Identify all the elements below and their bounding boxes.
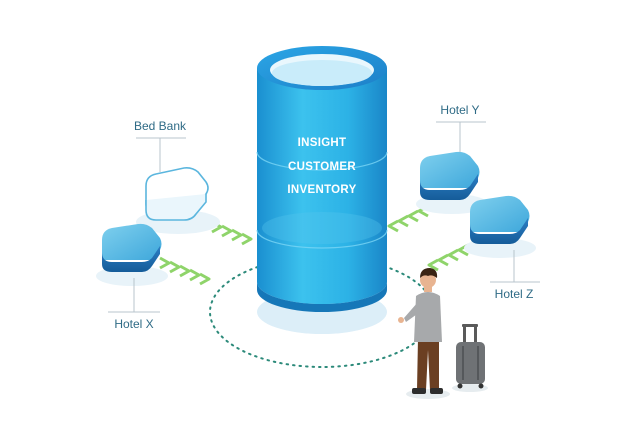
layer-label-inventory: INVENTORY [287, 184, 356, 196]
flow-arrows-hotel-y [387, 204, 429, 233]
hotel-y-node [416, 151, 488, 214]
bed-bank-label: Bed Bank [134, 119, 187, 133]
traveler-figure [398, 268, 450, 399]
hotel-z-node [464, 195, 536, 258]
hotel-x-node [96, 223, 168, 286]
layer-label-insight: INSIGHT [298, 137, 347, 149]
suitcase-icon [452, 324, 488, 392]
layer-label-customer: CUSTOMER [288, 161, 356, 173]
hotel-y-label: Hotel Y [440, 103, 479, 117]
bed-bank-node [136, 167, 220, 234]
hotel-x-label: Hotel X [114, 317, 153, 331]
data-cylinder: INSIGHT CUSTOMER INVENTORY [256, 46, 388, 312]
flow-arrows-hotel-x [159, 256, 211, 286]
hotel-z-label: Hotel Z [495, 287, 534, 301]
